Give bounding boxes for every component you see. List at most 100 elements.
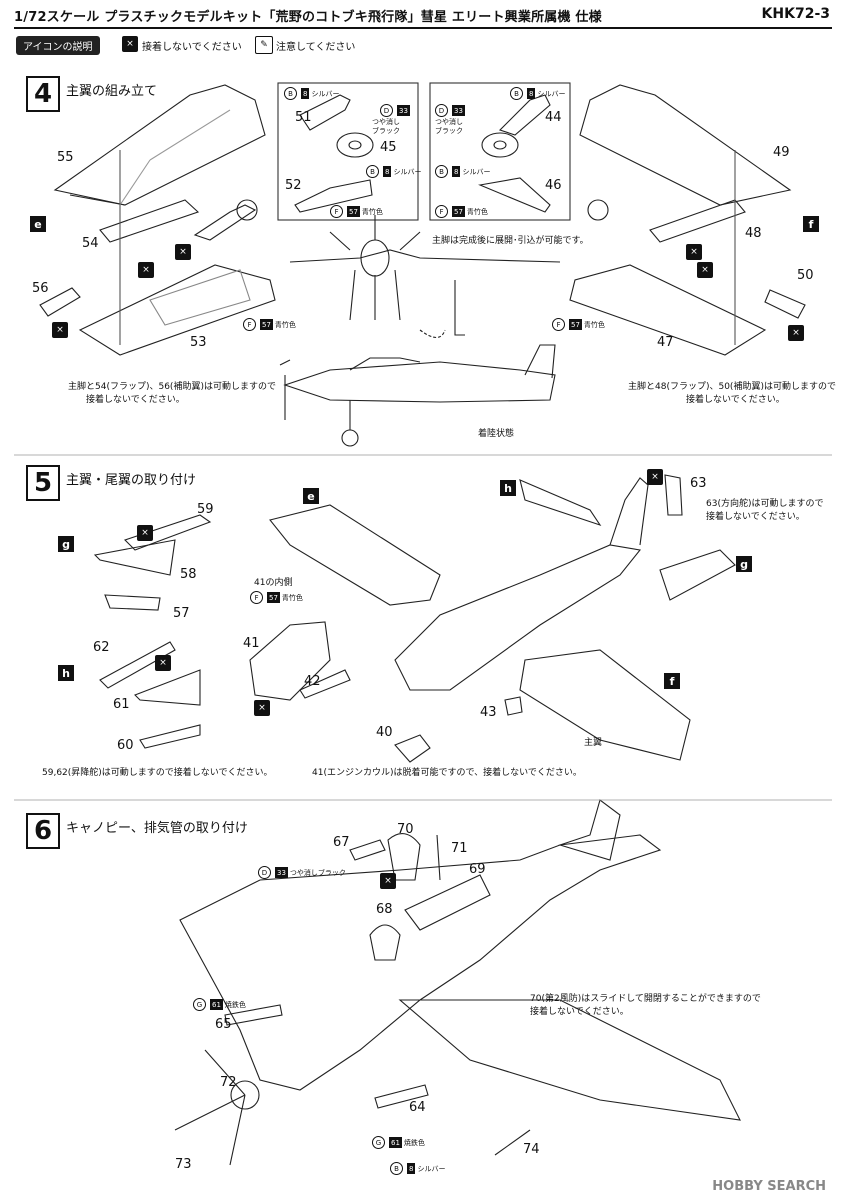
part-number: 40: [376, 725, 393, 740]
part-number: 45: [380, 140, 397, 155]
wing-lower-left: [78, 264, 276, 356]
part-number: 47: [657, 335, 674, 350]
no-glue-icon: ×: [254, 700, 270, 716]
part-number: 55: [57, 150, 74, 165]
no-glue-icon: ×: [686, 244, 702, 260]
part-number: 57: [173, 606, 190, 621]
color-name-black: つや消し ブラック: [435, 118, 463, 135]
fuselage-step5: [394, 544, 642, 691]
no-glue-icon: ×: [122, 36, 138, 52]
canopy-68: [369, 924, 401, 961]
cowl-41: [249, 621, 331, 701]
no-glue-icon: ×: [155, 655, 171, 671]
part-number: 52: [285, 178, 302, 193]
part-number: 62: [93, 640, 110, 655]
gear-door-46: [478, 177, 551, 213]
spinner: [230, 1080, 260, 1110]
note-rudder-2: 接着しないでください。: [706, 512, 805, 522]
note-left-1: 主脚と54(フラップ)、56(補助翼)は可動しますので: [68, 382, 276, 392]
part-number: 53: [190, 335, 207, 350]
part-number: 50: [797, 268, 814, 283]
flap-right: [649, 199, 746, 243]
legend-caution: 注意してください: [276, 42, 356, 53]
callout-tag-g: g: [58, 536, 74, 552]
aileron-left: [39, 287, 81, 317]
part-number: 49: [773, 145, 790, 160]
fuselage-step6: [179, 834, 662, 1091]
part-number: 60: [117, 738, 134, 753]
stab-lower-57: [104, 594, 161, 611]
watermark: HOBBY SEARCH: [712, 1179, 826, 1194]
note-right-2: 接着しないでください。: [686, 395, 785, 405]
kit-code: KHK72-3: [761, 6, 830, 22]
no-glue-icon: ×: [138, 262, 154, 278]
part-number: 67: [333, 835, 350, 850]
canopy-69: [404, 874, 491, 931]
no-glue-icon: ×: [788, 325, 804, 341]
step-number-6: 6: [26, 813, 60, 849]
part-number: 59: [197, 502, 214, 517]
no-glue-icon: ×: [647, 469, 663, 485]
note-cowl: 41(エンジンカウル)は脱着可能ですので、接着しないでください。: [312, 768, 582, 778]
part-number: 41: [243, 636, 260, 651]
part-number: 51: [295, 110, 312, 125]
part-number: 61: [113, 697, 130, 712]
gear-door-left: [193, 204, 257, 241]
part-number: 68: [376, 902, 393, 917]
part-71: [436, 834, 441, 881]
rudder-63: [664, 474, 683, 516]
step-title-4: 主翼の組み立て: [66, 84, 158, 99]
callout-tag-h: h: [500, 480, 516, 496]
tail-step6: [558, 799, 621, 861]
part-number: 44: [545, 110, 562, 125]
cowl-part-42: [299, 669, 351, 699]
wing-lower-right: [569, 264, 767, 356]
gear-door-52: [294, 179, 373, 213]
part-number: 64: [409, 1100, 426, 1115]
caution-icon: ✎: [255, 36, 273, 54]
part-number: 46: [545, 178, 562, 193]
note-left-2: 接着しないでください。: [86, 395, 185, 405]
callout-tag-e: e: [303, 488, 319, 504]
part-number: 74: [523, 1142, 540, 1157]
step-number-5: 5: [26, 465, 60, 501]
part-number: 73: [175, 1157, 192, 1172]
note-rudder-1: 63(方向舵)は可動しますので: [706, 499, 824, 509]
color-name-black: つや消し ブラック: [372, 118, 400, 135]
no-glue-icon: ×: [697, 262, 713, 278]
callout-tag-f: f: [664, 673, 680, 689]
main-wing-label: 主翼: [584, 738, 603, 748]
step-title-5: 主翼・尾翼の取り付け: [66, 473, 197, 488]
part-number: 56: [32, 281, 49, 296]
part-number: 58: [180, 567, 197, 582]
part-number: 42: [304, 674, 321, 689]
gear-extend: [454, 280, 465, 336]
part-number: 72: [220, 1075, 237, 1090]
part-67: [349, 839, 386, 861]
wheel-45r: [481, 132, 519, 158]
callout-tag-h: h: [58, 665, 74, 681]
note-canopy-1: 70(第2風防)はスライドして開閉することができますので: [530, 994, 761, 1004]
callout-tag-e: e: [30, 216, 46, 232]
gear-note: 主脚は完成後に展開･引込が可能です。: [432, 236, 589, 246]
no-glue-icon: ×: [175, 244, 191, 260]
antenna-74: [494, 1129, 531, 1156]
wing-upper-left: [53, 84, 266, 206]
part-number: 65: [215, 1017, 232, 1032]
header-rule: [14, 27, 832, 29]
propeller-73: [174, 1049, 246, 1166]
exhaust-64: [374, 1084, 429, 1109]
wheel-45: [336, 132, 374, 158]
